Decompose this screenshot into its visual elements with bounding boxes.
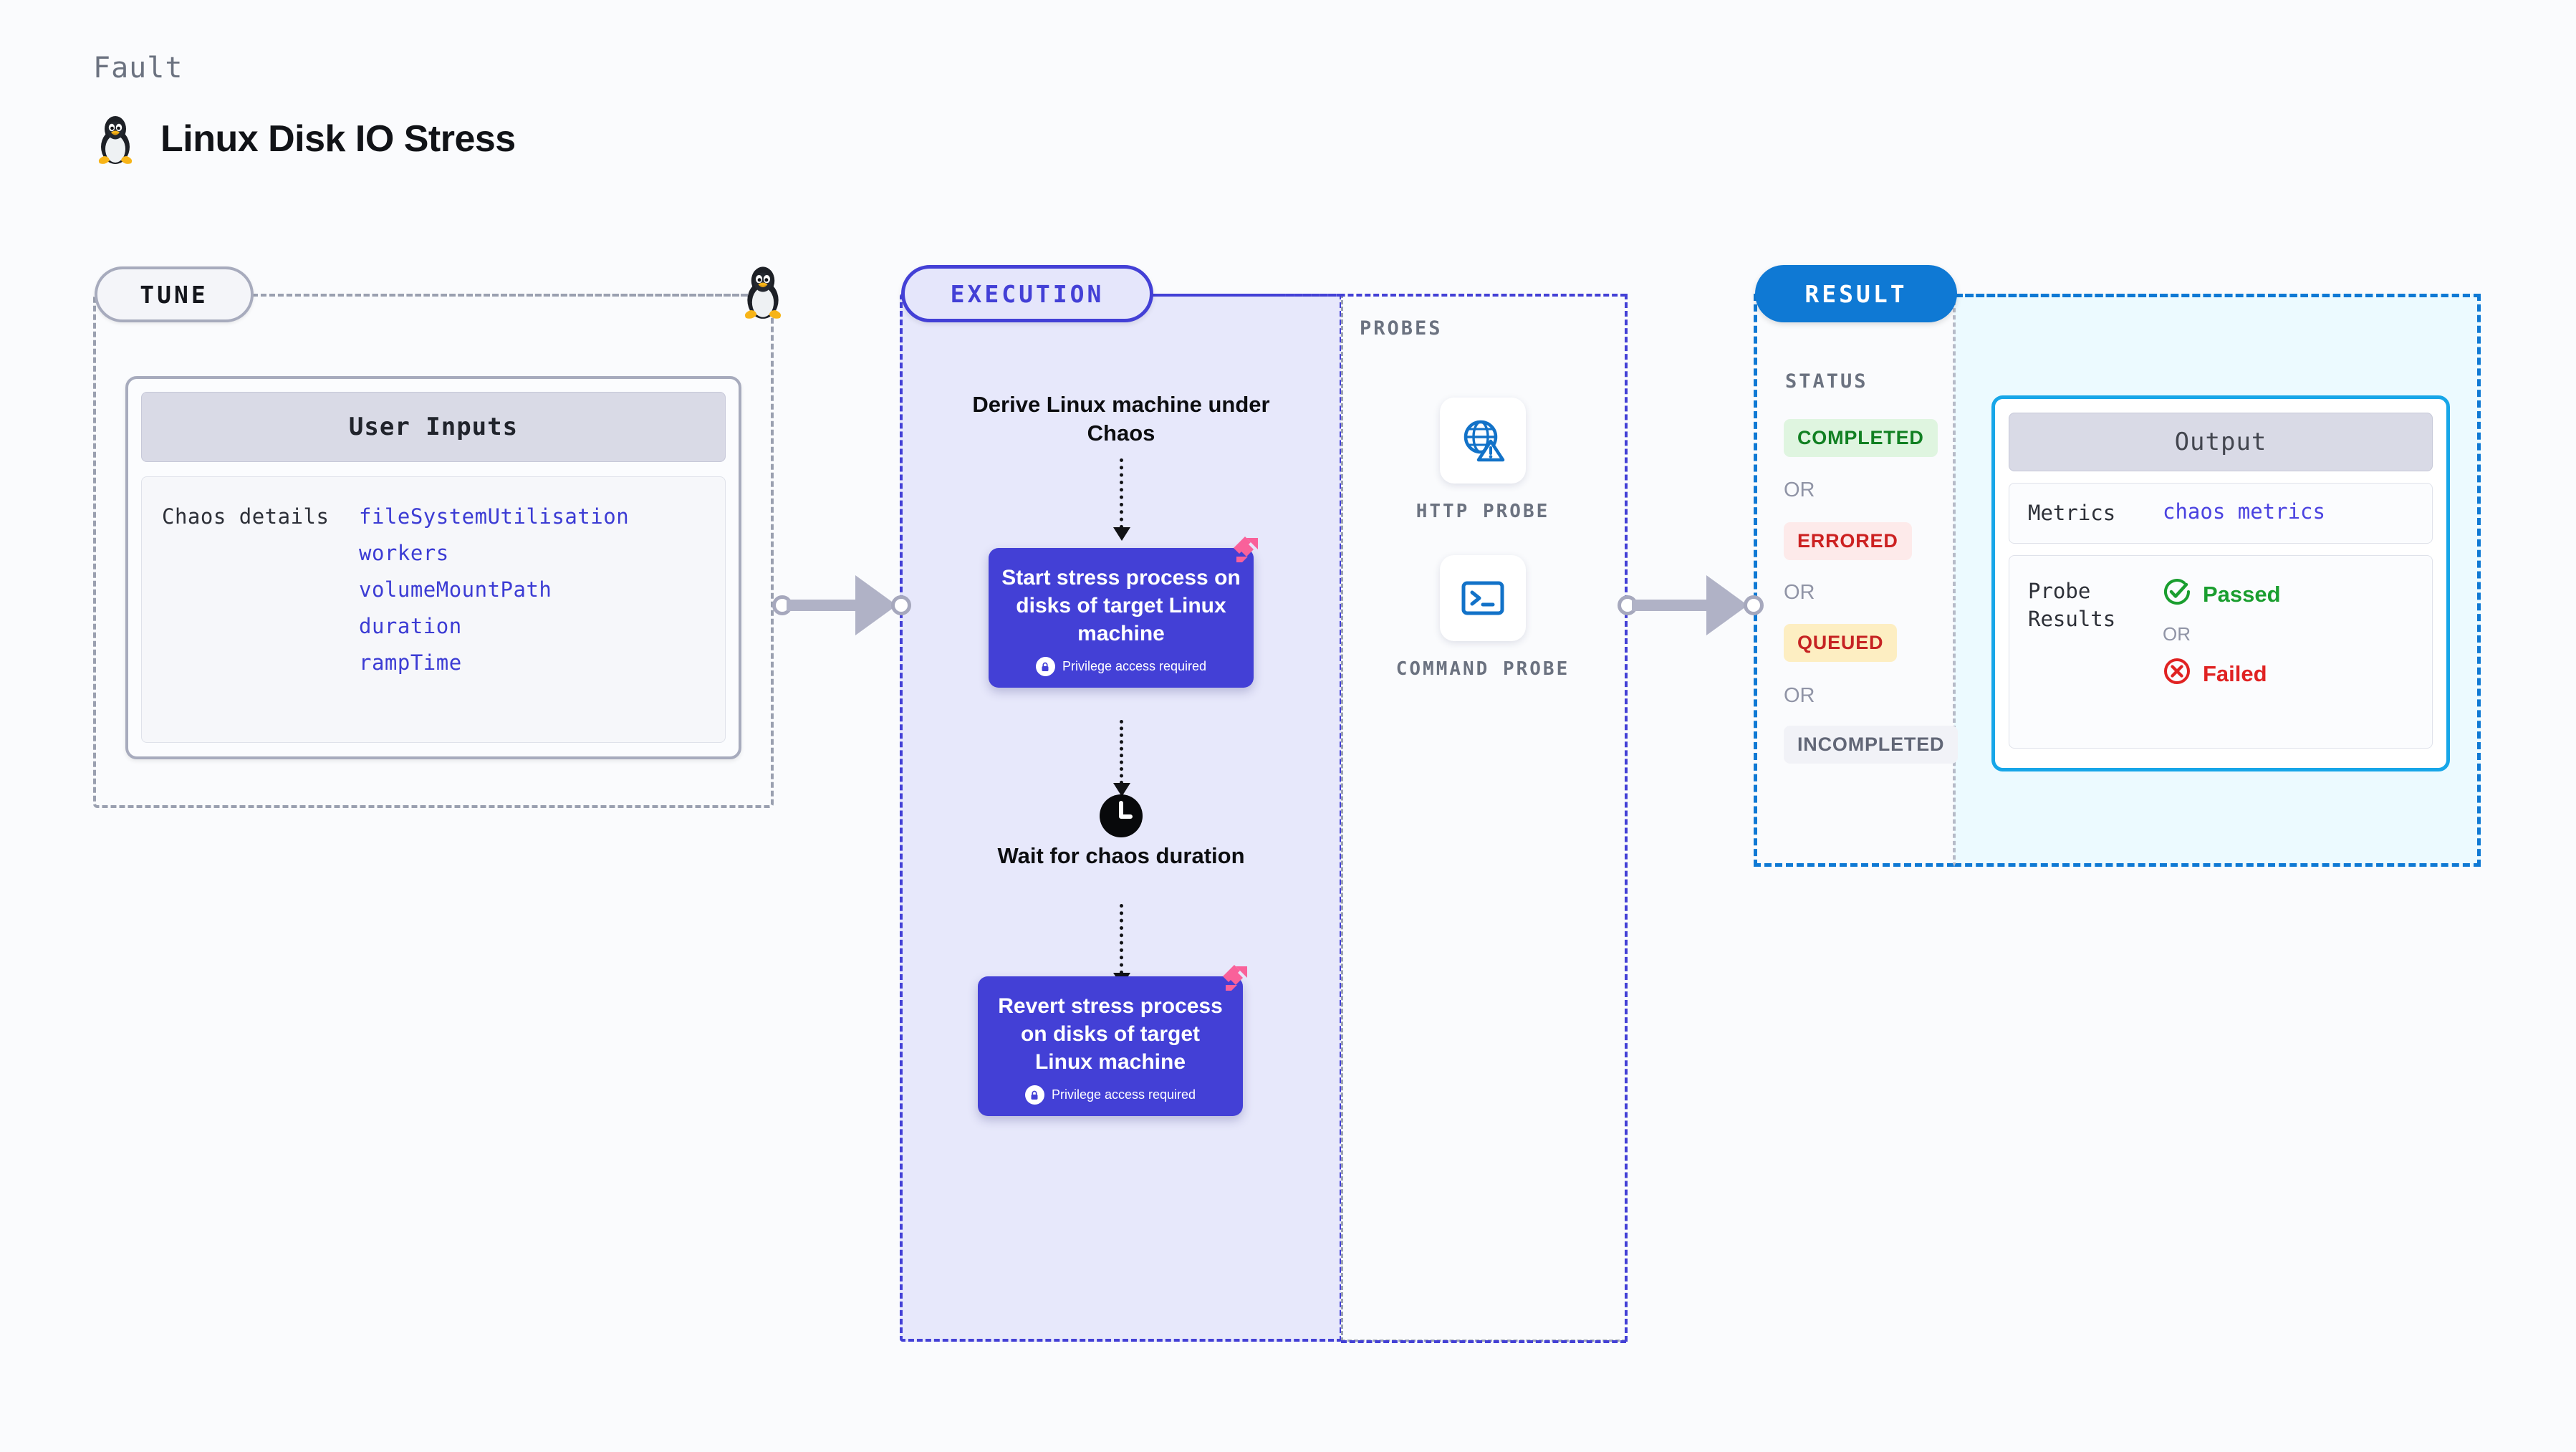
user-inputs-body: Chaos details fileSystemUtilisation work… xyxy=(141,476,726,743)
probe-command[interactable]: COMMAND PROBE xyxy=(1375,555,1590,682)
status-or-1: OR xyxy=(1784,479,1815,501)
lock-icon xyxy=(1024,1085,1044,1105)
connector-tune-to-execution xyxy=(772,573,911,638)
privilege-note-text: Privilege access required xyxy=(1051,1087,1196,1102)
probes-panel-bottom-border xyxy=(1341,1340,1626,1343)
status-badge-errored: ERRORED xyxy=(1784,522,1912,560)
input-param: duration xyxy=(359,614,462,638)
probe-command-caption: COMMAND PROBE xyxy=(1395,658,1570,680)
privilege-note: Privilege access required xyxy=(1001,657,1241,676)
output-header: Output xyxy=(2009,413,2433,471)
user-inputs-header: User Inputs xyxy=(141,392,726,462)
connector-bar xyxy=(1632,600,1718,611)
input-param: volumeMountPath xyxy=(359,577,552,602)
clock-icon xyxy=(1099,794,1143,838)
execution-top-dashed-line xyxy=(1152,294,1626,297)
chaos-details-values: fileSystemUtilisation workers volumeMoun… xyxy=(359,504,629,742)
execution-stage-badge[interactable]: EXECUTION xyxy=(901,265,1153,322)
result-status-panel xyxy=(1754,294,1954,867)
flow-arrow-1 xyxy=(1113,458,1130,541)
metrics-row: Metrics chaos metrics xyxy=(2009,483,2433,544)
arrow-right-icon xyxy=(1706,575,1748,635)
metrics-value: chaos metrics xyxy=(2163,499,2325,524)
input-param: workers xyxy=(359,541,449,565)
probe-results-row: Probe Results Passed OR xyxy=(2009,555,2433,749)
connector-end-node xyxy=(891,595,911,615)
metrics-label: Metrics xyxy=(2028,501,2116,525)
execution-step-revert-label: Revert stress process on disks of target… xyxy=(998,994,1223,1074)
execution-step-start-label: Start stress process on disks of target … xyxy=(1001,566,1241,645)
check-circle-icon xyxy=(2163,577,2191,612)
probes-panel-right-border xyxy=(1625,294,1628,1342)
execution-step-wait: Wait for chaos duration xyxy=(997,843,1245,868)
user-inputs-card: User Inputs Chaos details fileSystemUtil… xyxy=(125,376,741,759)
terminal-prompt-icon xyxy=(1440,555,1526,641)
execution-step-revert-box[interactable]: Revert stress process on disks of target… xyxy=(978,965,1247,1116)
privilege-note-text: Privilege access required xyxy=(1062,659,1207,673)
output-card: Output Metrics chaos metrics Probe Resul… xyxy=(1991,395,2450,771)
probes-label: PROBES xyxy=(1360,317,1443,340)
execution-step-start-box[interactable]: Start stress process on disks of target … xyxy=(989,537,1258,688)
litmus-chaos-icon xyxy=(1229,532,1269,572)
linux-tux-icon xyxy=(93,113,138,165)
connector-end-node xyxy=(1744,595,1764,615)
probe-http[interactable]: HTTP PROBE xyxy=(1375,398,1590,524)
probe-result-or: OR xyxy=(2163,623,2191,645)
chaos-details-label: Chaos details xyxy=(162,504,330,529)
connector-bar xyxy=(787,600,867,611)
arrow-right-icon xyxy=(855,575,897,635)
probe-result-failed: Failed xyxy=(2163,657,2281,691)
result-top-dashed-line xyxy=(1956,294,2481,297)
connector-probes-to-result xyxy=(1618,573,1764,638)
probe-http-caption: HTTP PROBE xyxy=(1416,501,1550,522)
page-title-text: Linux Disk IO Stress xyxy=(160,118,516,160)
page-title: Linux Disk IO Stress xyxy=(93,113,516,165)
status-label: STATUS xyxy=(1785,370,1868,393)
status-or-2: OR xyxy=(1784,581,1815,604)
status-badge-completed: COMPLETED xyxy=(1784,419,1938,457)
litmus-chaos-icon xyxy=(1219,961,1259,1001)
execution-step-derive: Derive Linux machine under Chaos xyxy=(972,392,1270,446)
probe-result-failed-text: Failed xyxy=(2203,661,2267,687)
lock-icon xyxy=(1035,657,1055,676)
fault-label: Fault xyxy=(93,52,183,85)
tune-top-dashed-line xyxy=(252,294,746,297)
tune-stage-badge[interactable]: TUNE xyxy=(95,266,254,322)
probe-results-label: Probe Results xyxy=(2028,579,2116,632)
privilege-note: Privilege access required xyxy=(991,1085,1230,1105)
result-stage-badge[interactable]: RESULT xyxy=(1755,265,1957,322)
linux-tux-icon xyxy=(738,264,788,319)
globe-warning-icon xyxy=(1440,398,1526,484)
flow-arrow-3 xyxy=(1113,904,1130,986)
x-circle-icon xyxy=(2163,657,2191,691)
flow-arrow-2 xyxy=(1113,720,1130,797)
status-badge-queued: QUEUED xyxy=(1784,624,1898,662)
input-param: fileSystemUtilisation xyxy=(359,504,630,529)
probe-result-passed-text: Passed xyxy=(2203,582,2281,607)
probe-result-passed: Passed xyxy=(2163,577,2281,612)
input-param: rampTime xyxy=(359,650,462,675)
status-or-3: OR xyxy=(1784,684,1815,707)
status-badge-incompleted: INCOMPLETED xyxy=(1784,726,1959,764)
